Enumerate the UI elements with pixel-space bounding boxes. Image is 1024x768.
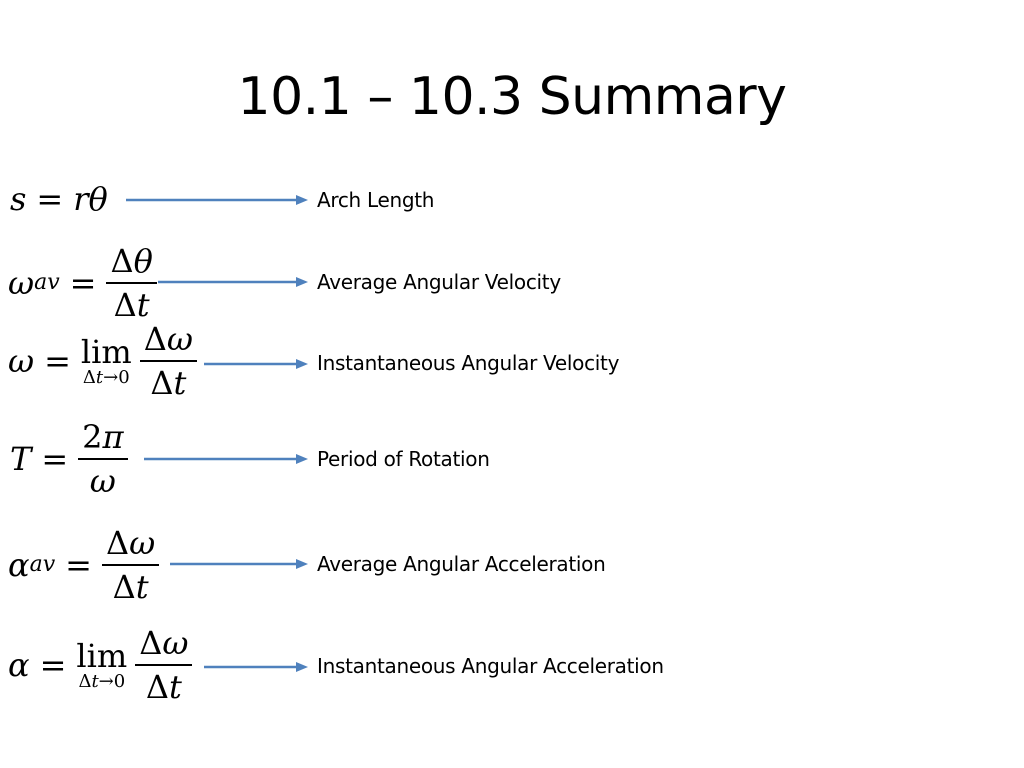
formula-arc-length: s=rθ bbox=[10, 180, 108, 218]
arrow-icon bbox=[126, 195, 308, 205]
arrow-icon bbox=[144, 454, 308, 464]
label-arc-length: Arch Length bbox=[317, 188, 435, 212]
label-period-of-rotation: Period of Rotation bbox=[317, 447, 490, 471]
arrow-icon bbox=[170, 559, 308, 569]
label-instantaneous-angular-acceleration: Instantaneous Angular Acceleration bbox=[317, 654, 664, 678]
slide-title: 10.1 – 10.3 Summary bbox=[237, 67, 787, 127]
arrow-icon bbox=[204, 359, 308, 369]
label-average-angular-velocity: Average Angular Velocity bbox=[317, 270, 561, 294]
arrow-icon bbox=[204, 662, 308, 672]
arrow-icon bbox=[158, 277, 308, 287]
label-average-angular-acceleration: Average Angular Acceleration bbox=[317, 552, 606, 576]
label-instantaneous-angular-velocity: Instantaneous Angular Velocity bbox=[317, 351, 620, 375]
